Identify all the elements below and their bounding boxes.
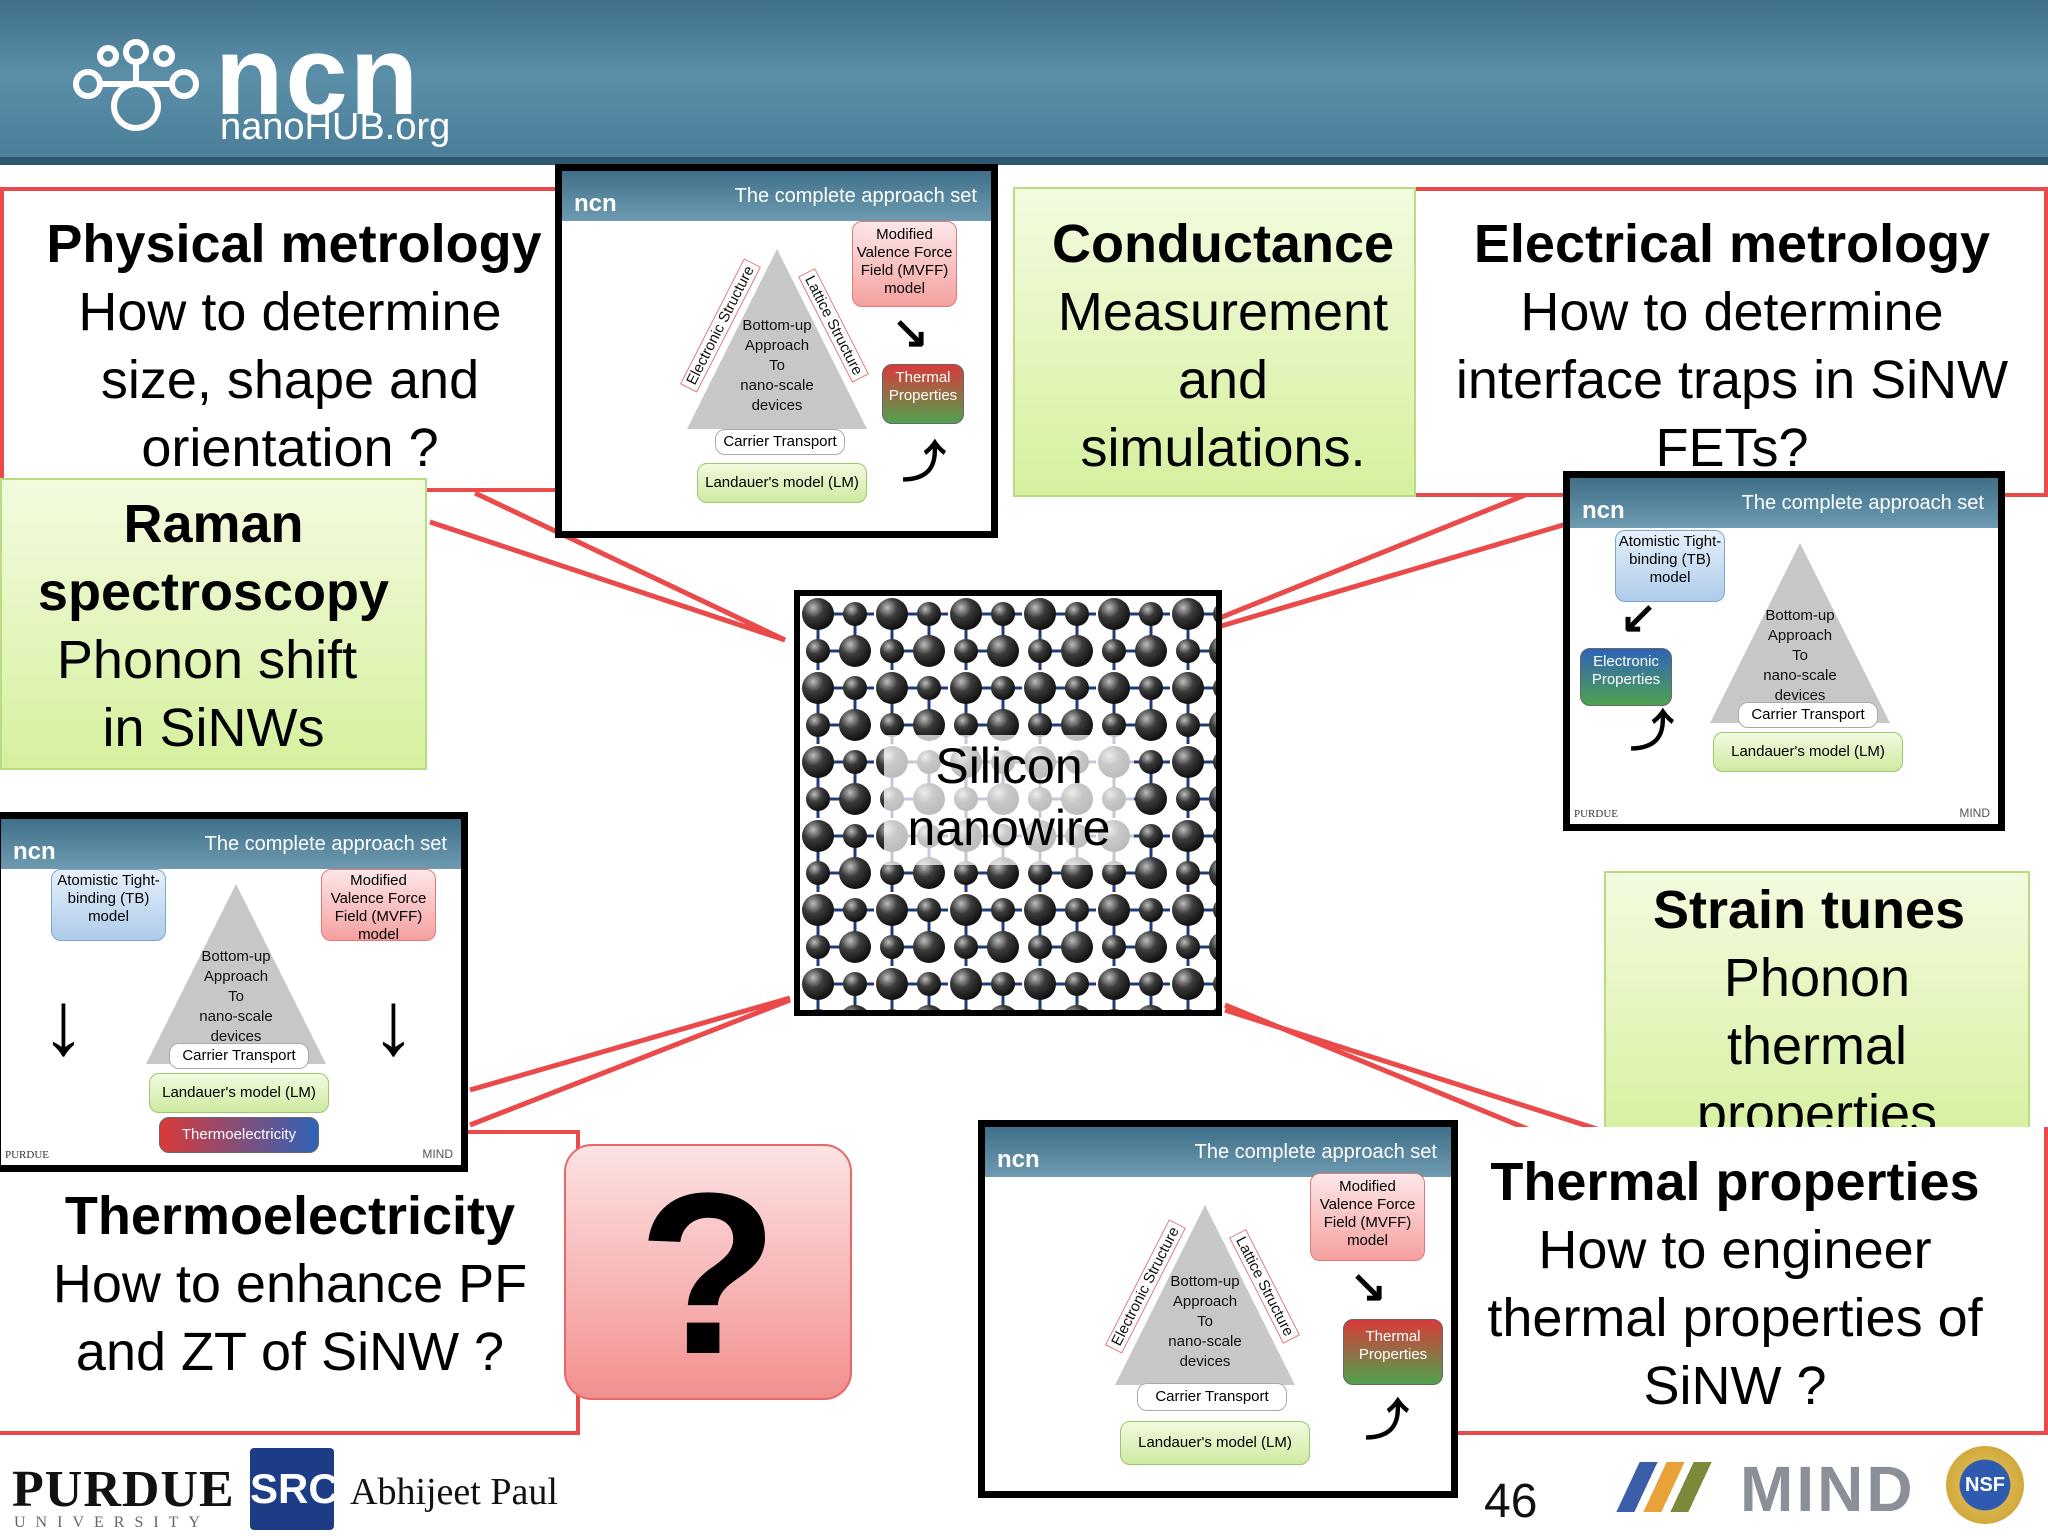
physical-metrology-box (0, 187, 560, 492)
electrical-metrology-line2: interface traps in SiNW (1455, 350, 2009, 410)
thermal-properties-line1: How to engineer (1538, 1220, 1932, 1280)
nanowire-label: Silicon nanowire (884, 735, 1134, 865)
carrier-transport-label: Carrier Transport (1137, 1383, 1287, 1411)
arrow-down-icon: ↘ (892, 308, 929, 357)
nanohub-logo-sub: nanoHUB.org (220, 106, 451, 148)
slide-thumb-right: ncn The complete approach set Atomistic T… (1563, 471, 2005, 831)
strain-line3: thermal (1726, 1016, 1908, 1076)
electronic-properties-label: Electronic Properties (1580, 648, 1672, 706)
nanowire-label-line1: Silicon (935, 738, 1083, 794)
purdue-logo: PURDUE (12, 1461, 235, 1518)
ncn-logo: ncn (215, 13, 421, 138)
slide-header-text: The complete approach set (734, 185, 977, 207)
thermal-properties-line2: thermal properties of (1487, 1288, 1983, 1348)
thermoelectricity-box (0, 1130, 580, 1435)
slide-header: ncn The complete approach set (1, 819, 461, 869)
slide-header-text: The complete approach set (204, 833, 447, 855)
mvff-model-label: Modified Valence Force Field (MVFF) mode… (1310, 1173, 1425, 1261)
curved-arrow-left-icon: ↓ (41, 974, 86, 1074)
carrier-transport-label: Carrier Transport (169, 1043, 309, 1069)
physical-metrology-line3: orientation ? (141, 418, 439, 478)
physical-metrology-line2: size, shape and (100, 350, 480, 410)
approach-triangle (1710, 543, 1890, 723)
strain-line1: Strain tunes (1652, 880, 1966, 940)
slide-logo: ncn (1582, 497, 1625, 524)
slide-logo: ncn (574, 190, 617, 217)
nsf-logo: NSF (1946, 1446, 2024, 1524)
tb-model-label: Atomistic Tight-binding (TB) model (1615, 530, 1725, 602)
conductance-box (1013, 187, 1416, 497)
raman-box (0, 478, 427, 770)
landauer-model-label: Landauer's model (LM) (697, 463, 867, 503)
approach-triangle (146, 884, 326, 1064)
raman-line1: Raman (123, 494, 304, 554)
purdue-university-label: UNIVERSITY (14, 1514, 210, 1531)
curved-arrow-right-icon: ↓ (371, 974, 416, 1074)
raman-line4: in SiNWs (102, 698, 325, 758)
physical-metrology-title: Physical metrology (46, 214, 542, 274)
thermal-properties-label: Thermal Properties (882, 364, 964, 424)
page-number: 46 (1484, 1475, 1538, 1528)
arrow-down-left-icon: ↙ (1620, 593, 1657, 642)
slide-footer-purdue: PURDUE (1574, 808, 1619, 820)
raman-line3: Phonon shift (56, 630, 358, 690)
slide-logo: ncn (13, 838, 56, 865)
landauer-model-label: Landauer's model (LM) (1120, 1421, 1310, 1465)
landauer-model-label: Landauer's model (LM) (149, 1073, 329, 1113)
header-banner (0, 0, 2048, 165)
carrier-transport-label: Carrier Transport (715, 429, 845, 455)
electrical-metrology-title: Electrical metrology (1473, 214, 1991, 274)
strain-line2: Phonon (1723, 948, 1911, 1008)
arrow-up-icon: ⤴ (1630, 707, 1674, 756)
conductance-line2: Measurement (1057, 282, 1389, 342)
slide-header-text: The complete approach set (1194, 1141, 1437, 1163)
thermal-properties-title: Thermal properties (1490, 1152, 1980, 1212)
question-mark-box: ? (564, 1144, 852, 1402)
slide-footer-purdue: PURDUE (5, 1149, 50, 1161)
arrow-up-icon: ⤴ (1365, 1396, 1409, 1445)
author-name: Abhijeet Paul (350, 1471, 558, 1513)
landauer-model-label: Landauer's model (LM) (1713, 732, 1903, 772)
slide-header: ncn The complete approach set (985, 1127, 1451, 1177)
slide-footer-mind: MIND (422, 1147, 453, 1161)
conductance-line3: and (1177, 350, 1269, 410)
physical-metrology-line1: How to determine (78, 282, 502, 342)
arrow-down-icon: ↘ (1350, 1262, 1387, 1311)
electrical-metrology-box (1416, 187, 2048, 497)
electrical-metrology-line1: How to determine (1520, 282, 1944, 342)
network-logo-icon (73, 39, 199, 131)
thermoelectricity-line2: and ZT of SiNW ? (75, 1322, 505, 1382)
thermal-properties-line3: SiNW ? (1643, 1356, 1827, 1416)
thermoelectricity-label: Thermoelectricity (159, 1117, 319, 1153)
arrow-up-icon: ⤴ (902, 438, 946, 487)
thermoelectricity-line1: How to enhance PF (52, 1254, 528, 1314)
electrical-metrology-line3: FETs? (1655, 418, 1809, 478)
carrier-transport-label: Carrier Transport (1738, 702, 1878, 728)
slide-header: ncn The complete approach set (562, 171, 991, 221)
nanowire-label-line2: nanowire (907, 800, 1111, 856)
conductance-line4: simulations. (1080, 418, 1366, 478)
conductance-line1: Conductance (1051, 214, 1395, 274)
slide-footer-mind: MIND (1959, 806, 1990, 820)
strain-box (1604, 871, 2030, 1147)
thermoelectricity-title: Thermoelectricity (64, 1186, 516, 1246)
slide-logo: ncn (997, 1146, 1040, 1173)
raman-line2: spectroscopy (37, 562, 390, 622)
src-logo: SRC (250, 1448, 339, 1530)
thermal-properties-label: Thermal Properties (1343, 1319, 1443, 1385)
slide-header-text: The complete approach set (1741, 492, 1984, 514)
mvff-model-label: Modified Valence Force Field (MVFF) mode… (321, 869, 436, 943)
slide-header: ncn The complete approach set (1570, 478, 1998, 528)
mvff-model-label: Modified Valence Force Field (MVFF) mode… (852, 221, 957, 307)
thermal-properties-box (1450, 1127, 2048, 1435)
mind-logo: MIND (1740, 1453, 1916, 1525)
